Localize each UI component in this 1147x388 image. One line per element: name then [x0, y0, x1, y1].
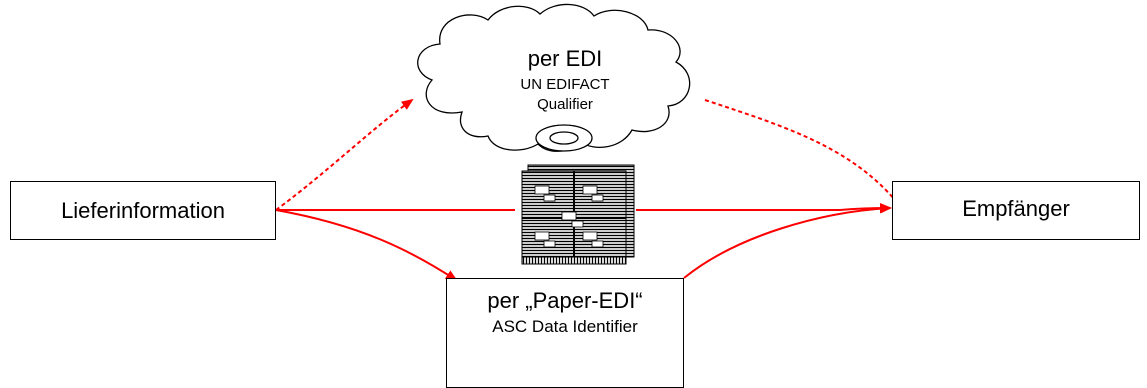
arrow-cloud-to-target: [704, 99, 908, 216]
arrow-paper-to-target: [683, 203, 892, 279]
edi-cloud-shape: [417, 3, 691, 152]
paper-edi-title: per „Paper-EDI“: [487, 288, 643, 313]
arrows: [275, 98, 908, 282]
disk-icon: [535, 124, 593, 152]
arrow-source-to-paper: [275, 209, 458, 282]
source-label: Lieferinformation: [61, 198, 225, 223]
paper-edi-box: per „Paper-EDI“ ASC Data Identifier: [446, 278, 684, 388]
box-packages-icon: [521, 164, 635, 265]
edi-cloud-line2: Qualifier: [537, 96, 593, 113]
target-label: Empfänger: [962, 196, 1070, 221]
paper-edi-line1: ASC Data Identifier: [492, 317, 638, 336]
edi-cloud-title: per EDI: [527, 46, 603, 71]
source-box: Lieferinformation: [10, 181, 276, 240]
target-box: Empfänger: [892, 181, 1140, 240]
edi-cloud-line1: UN EDIFACT: [520, 76, 610, 93]
arrow-source-to-cloud: [275, 98, 414, 211]
